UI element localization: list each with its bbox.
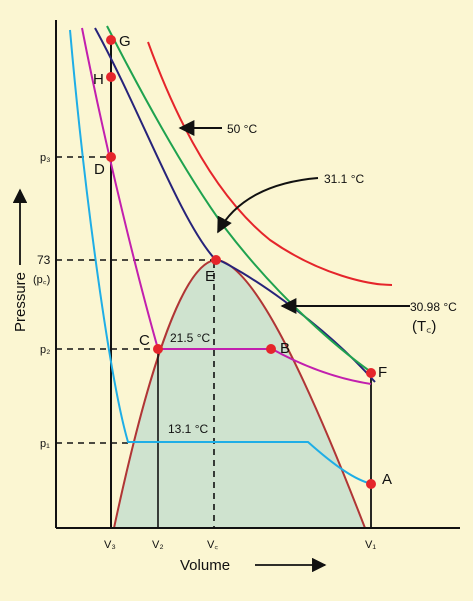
isotherm-21-5	[81, 27, 372, 385]
label-point-b: B	[280, 340, 290, 357]
point-d	[106, 152, 116, 162]
label-point-d: D	[94, 161, 105, 178]
label-30-98c: 30.98 °C	[410, 300, 457, 314]
isotherm-13-1	[69, 29, 373, 485]
label-point-g: G	[119, 33, 131, 50]
point-a	[366, 479, 376, 489]
point-c	[153, 344, 163, 354]
label-tc: (T꜀)	[412, 318, 436, 335]
y-tick-p3: p₃	[40, 152, 51, 164]
state-points	[106, 35, 376, 489]
x-tick-v3: V₃	[104, 539, 116, 551]
y-tick-p1: p₁	[40, 438, 50, 450]
label-point-f: F	[378, 364, 387, 381]
y-tick-p2: p₂	[40, 344, 50, 356]
label-50c: 50 °C	[227, 122, 257, 136]
label-31-1c: 31.1 °C	[324, 172, 364, 186]
y-tick-73: 73	[37, 253, 51, 267]
label-point-a: A	[382, 471, 392, 488]
label-21-5c: 21.5 °C	[170, 331, 210, 345]
label-point-e: E	[205, 268, 215, 285]
label-13-1c: 13.1 °C	[168, 422, 208, 436]
arrow-31-1c	[217, 177, 319, 234]
label-point-c: C	[139, 332, 150, 349]
x-tick-vc: V꜀	[207, 539, 218, 551]
point-h	[106, 72, 116, 82]
point-b	[266, 344, 276, 354]
y-axis-title: Pressure	[12, 272, 29, 332]
x-axis-title: Volume	[180, 557, 230, 574]
x-tick-v1: V₁	[365, 539, 376, 551]
point-f	[366, 368, 376, 378]
label-point-h: H	[93, 71, 104, 88]
x-tick-v2: V₂	[152, 539, 164, 551]
y-tick-pc: (p꜀)	[33, 274, 50, 286]
point-g	[106, 35, 116, 45]
point-e	[211, 255, 221, 265]
isotherm-50	[147, 41, 393, 286]
